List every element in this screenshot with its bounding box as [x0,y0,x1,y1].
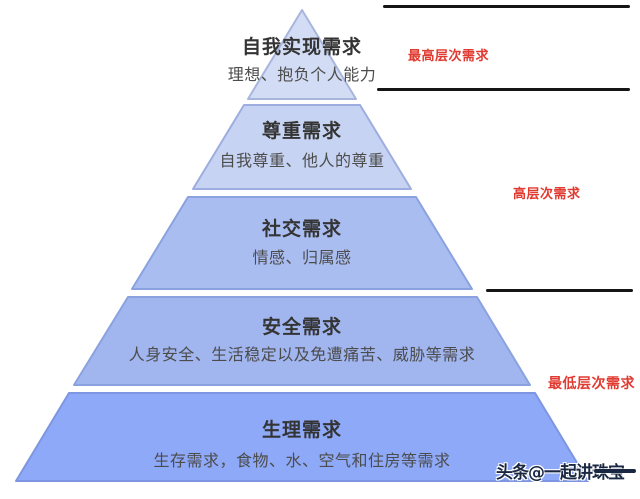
tier-title-social: 社交需求 [261,218,343,240]
tier-subtitle-physiological: 生存需求，食物、水、空气和住房等需求 [153,451,451,470]
tier-shape-safety [73,296,531,386]
tier-subtitle-safety: 人身安全、生活稳定以及免遭痛苦、威胁等需求 [128,345,476,364]
tier-title-safety: 安全需求 [261,316,343,338]
tier-title-esteem: 尊重需求 [261,120,343,142]
label-lowest-level: 最低层次需求 [548,376,635,392]
label-high-level: 高层次需求 [513,187,581,202]
label-highest-level: 最高层次需求 [408,49,490,64]
tier-subtitle-esteem: 自我尊重、他人的尊重 [219,151,385,170]
tier-shape-physiological [15,392,589,482]
tier-title-self-actualization: 自我实现需求 [241,36,363,58]
bracket-line-middle [377,88,630,91]
tier-subtitle-social: 情感、归属感 [252,248,352,267]
tier-subtitle-self-actualization: 理想、抱负个人能力 [227,65,377,84]
tier-shape-social [131,196,473,290]
bracket-line-top [383,5,630,8]
tier-shape-self-actualization [247,9,357,100]
watermark-text: 头条@一起讲珠宝 [496,463,625,483]
bracket-line-bottom [486,289,633,292]
tier-title-physiological: 生理需求 [261,419,343,441]
watermark-underline [594,469,636,473]
tier-shape-esteem [192,104,412,190]
